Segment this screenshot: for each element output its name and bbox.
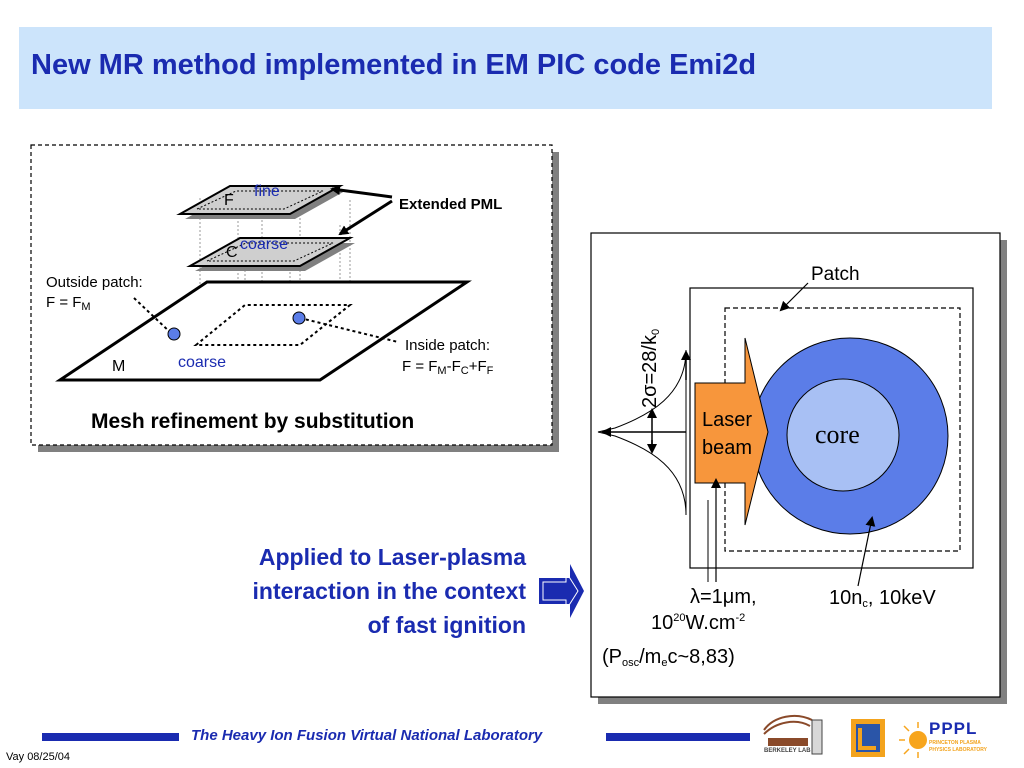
intensity-base: 10 [651, 612, 674, 634]
coarse-plane [186, 237, 354, 267]
patch-label: Patch [811, 264, 860, 285]
sigma-label: 2σ=28/k0 [639, 329, 662, 408]
application-line1: Applied to Laser-plasma [258, 544, 526, 570]
footer-lab-name: The Heavy Ion Fusion Virtual National La… [191, 727, 543, 744]
inside-eq-c: +F [468, 358, 487, 375]
coarse-label-m: coarse [178, 354, 227, 371]
outside-patch-line1: Outside patch: [46, 274, 143, 291]
posc-c: c~8,83) [667, 646, 735, 668]
patch-region [193, 304, 353, 346]
outside-patch-label: Outside patch: [46, 274, 143, 291]
lambda-label: λ=1μm, [690, 586, 757, 608]
coarse-plane-inner [206, 242, 334, 262]
gaussian-profile [597, 349, 687, 516]
inside-sub-c: C [460, 365, 469, 377]
laser-line2: beam [701, 437, 753, 459]
application-arrow [539, 564, 584, 618]
footer-bar-left [42, 733, 179, 741]
inside-eq-a: F = F [402, 358, 438, 375]
application-text: Applied to Laser-plasma interaction in t… [180, 540, 526, 642]
intensity-exp: 20 [673, 612, 686, 624]
extended-pml-label: Extended PML [399, 196, 503, 213]
f-label: F [224, 192, 234, 209]
sigma-label-sub: 0 [650, 328, 662, 336]
density-b: , 10keV [867, 587, 936, 609]
core-label: core [815, 420, 860, 449]
laser-beam-label: Laser beam [694, 406, 760, 462]
berkeley-lab-text: BERKELEY LAB [764, 748, 811, 754]
sigma-label-text: 2σ=28/k [639, 335, 661, 408]
posc-sub1: osc [622, 657, 640, 669]
pml-arrow-coarse [338, 199, 393, 236]
fine-plane-inner [196, 190, 324, 210]
posc-a: (P [602, 646, 622, 668]
patch-pointer [779, 282, 809, 312]
plasma-panel [590, 232, 1007, 704]
fine-label: fine [254, 183, 280, 200]
posc-sub2: e [661, 657, 668, 669]
outside-patch-eq: F = F [46, 294, 82, 311]
mesh-caption: Mesh refinement by substitution [91, 410, 415, 433]
plasma-core [786, 378, 900, 492]
inside-point [292, 311, 306, 325]
mesh-panel [30, 144, 559, 452]
page-title: New MR method implemented in EM PIC code… [31, 49, 757, 81]
title-bar: New MR method implemented in EM PIC code… [19, 27, 992, 109]
outside-leader [133, 297, 173, 335]
pppl-small-2: PHYSICS LABORATORY [929, 747, 987, 753]
inside-leader [299, 317, 399, 343]
application-line3: of fast ignition [367, 612, 526, 638]
pppl-small-1: PRINCETON PLASMA [929, 740, 981, 746]
posc-b: /m [639, 646, 662, 668]
density-sub: c [862, 598, 868, 610]
density-label: 10nc, 10keV [829, 587, 936, 610]
density-a: 10n [829, 587, 863, 609]
pppl-logo-text: PPPL [929, 719, 978, 738]
outside-patch-sub: M [81, 301, 91, 313]
inside-patch-label: Inside patch: [405, 337, 491, 354]
density-pointer [857, 516, 876, 587]
berkeley-lab-logo [763, 714, 823, 755]
inside-sub-m: M [437, 365, 447, 377]
pppl-logo [899, 722, 927, 758]
m-label: M [112, 358, 126, 375]
simulation-box [689, 287, 974, 569]
intensity-label: 1020W.cm-2 [651, 612, 745, 635]
outside-patch-equation: F = FM [46, 294, 91, 313]
posc-label: (Posc/mec~8,83) [602, 646, 735, 669]
inside-patch-equation: F = FM-FC+FF [402, 358, 493, 377]
c-label: C [226, 244, 238, 261]
inside-sub-f: F [486, 365, 494, 377]
application-line2: interaction in the context [252, 578, 526, 604]
inside-eq-b: -F [446, 358, 461, 375]
outside-point [167, 327, 181, 341]
intensity-unit-exp: -2 [735, 612, 746, 624]
footer-bar-right [606, 733, 750, 741]
llnl-logo [851, 719, 885, 757]
footer [42, 714, 927, 758]
laser-line1: Laser [701, 409, 753, 431]
coarse-label-c: coarse [240, 236, 289, 253]
main-mesh-plane [55, 280, 472, 382]
footer-author-date: Vay 08/25/04 [6, 751, 71, 763]
application-arrow-inner [542, 570, 579, 612]
intensity-unit: W.cm [685, 612, 736, 634]
pml-arrow-fine [330, 185, 393, 199]
